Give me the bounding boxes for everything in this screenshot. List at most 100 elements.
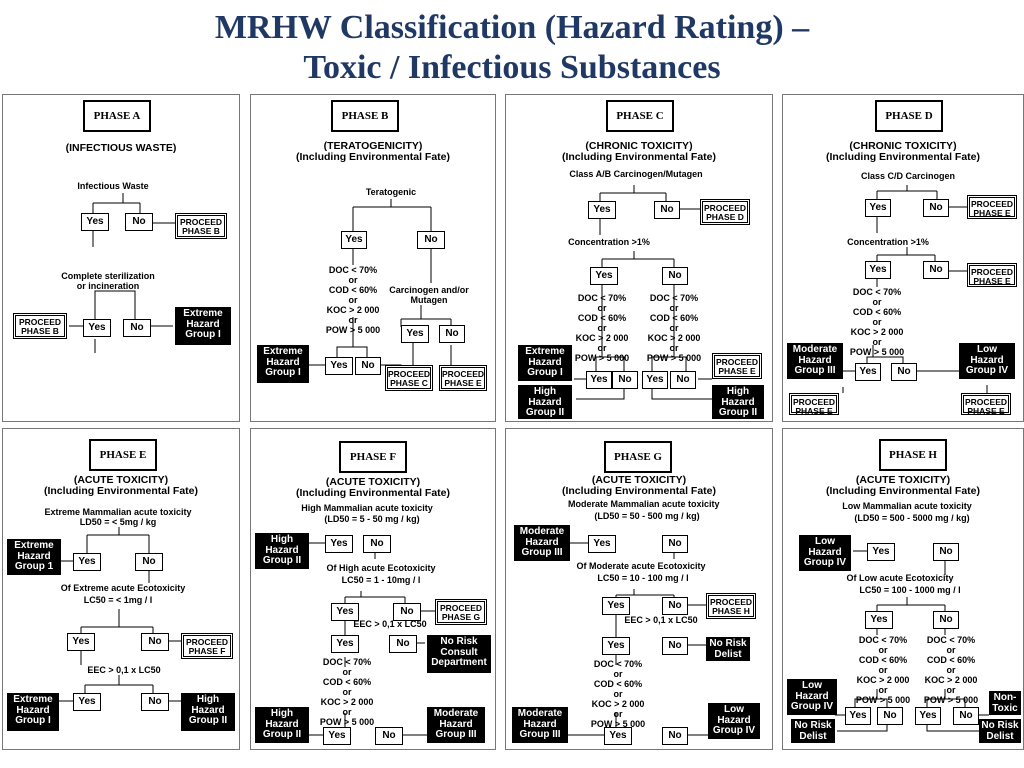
criteria-koc: KOC > 2 000 [647,333,701,343]
proceed-phase: PHASE E [795,406,833,416]
phase-c-no-4: No [670,371,696,389]
proceed-text: PROCEED [792,397,836,407]
phase-g-no-4: No [662,727,688,745]
outcome-line: Group I [185,329,221,340]
outcome-line: Hazard [523,718,557,730]
phase-h-no-3: No [877,707,903,725]
phase-f-no-1: No [363,535,391,553]
outcome-line: High [196,694,220,705]
phase-c-label: PHASE C [606,100,674,132]
phase-c-criteria-right: DOC < 70% or COD < 60% or KOC > 2 000 or… [636,293,712,363]
outcome-line: Hazard [798,354,832,366]
outcome-line: Hazard [525,536,559,548]
criteria-doc: DOC < 70% [649,293,699,303]
proceed-phase: PHASE B [21,326,59,336]
phase-h-outcome-non-toxic: Non-Toxic [989,691,1021,715]
phase-b-criteria: DOC < 70% or COD < 60% or KOC > 2 000 or… [313,265,393,335]
phase-g-yes-3: Yes [602,637,630,655]
criteria-or: or [872,317,882,327]
outcome-line: Group II [262,729,302,740]
criteria-pow: POW > 5 000 [849,347,905,357]
phase-d-no-1: No [923,199,949,217]
criteria-cod: COD < 60% [926,655,976,665]
proceed-text: PROCEED [709,597,753,607]
proceed-phase: PHASE C [390,378,428,388]
proceed-phase: PHASE F [188,646,226,656]
outcome-line: Hazard [191,704,225,716]
phase-h-criteria-left: DOC < 70% or COD < 60% or KOC > 2 000 or… [845,635,921,705]
phase-b-question-carcinogen-1: Carcinogen and/or [389,285,469,295]
phase-e-label: PHASE E [89,439,157,471]
outcome-line: Delist [799,730,827,742]
criteria-or: or [872,297,882,307]
phase-c-no-3: No [612,371,638,389]
outcome-line: Hazard [528,396,562,408]
phase-d-yes-1: Yes [865,199,891,217]
outcome-line: Low [724,704,744,715]
criteria-doc: DOC < 70% [926,635,976,645]
outcome-line: Group III [794,365,836,376]
criteria-or: or [878,665,888,675]
proceed-phase: PHASE G [441,612,481,622]
phase-e-yes-2: Yes [67,633,95,651]
outcome-line: Extreme [263,346,303,357]
phase-b-no-1: No [417,231,445,249]
phase-c-no-1: No [654,201,680,219]
proceed-phase: PHASE E [718,366,756,376]
phase-g-yes-1: Yes [588,535,616,553]
phase-b-question-teratogenic: Teratogenic [365,187,417,197]
criteria-or: or [613,709,623,719]
criteria-doc: DOC < 70% [593,659,643,669]
proceed-text: PROCEED [703,203,747,213]
phase-a-yes-2: Yes [83,319,111,337]
criteria-or: or [342,687,352,697]
outcome-line: Delist [714,648,742,660]
proceed-text: PROCEED [388,369,431,379]
phase-e-subtitle: (ACUTE TOXICITY) [73,474,169,486]
criteria-cod: COD < 60% [328,285,378,295]
phase-c-no-2: No [662,267,688,285]
criteria-koc: KOC > 2 000 [850,327,904,337]
criteria-cod: COD < 60% [858,655,908,665]
phase-d-question-carcinogen: Class C/D Carcinogen [860,171,956,181]
criteria-koc: KOC > 2 000 [591,699,645,709]
proceed-text: PROCEED [964,397,1008,407]
phase-a-question-sterilization-2: or incineration [76,281,140,291]
phase-h-yes-1: Yes [867,543,895,561]
outcome-line: Hazard [17,550,51,562]
outcome-line: Extreme [525,346,565,357]
phase-f-criteria: DOC < 70% or COD < 60% or KOC > 2 000 or… [309,657,385,727]
proceed-text: PROCEED [18,317,62,327]
outcome-line: Hazard [717,714,751,726]
phase-e-question-mammalian-2: LD50 = < 5mg / kg [79,517,157,527]
criteria-doc: DOC < 70% [328,265,378,275]
outcome-line: Delist [986,730,1014,742]
outcome-line: Group IV [965,365,1009,376]
outcome-line: Toxic [992,702,1018,714]
phase-h-question-mammalian-2: (LD50 = 500 - 5000 mg / kg) [854,513,970,523]
outcome-line: Extreme [183,308,223,319]
phase-b-question-carcinogen-2: Mutagen [410,295,448,305]
phase-d-criteria: DOC < 70% or COD < 60% or KOC > 2 000 or… [839,287,915,357]
proceed-phase: PHASE B [182,226,220,236]
phase-g-no-2: No [662,597,688,615]
outcome-line: Hazard [266,356,300,368]
phase-e-yes-1: Yes [73,553,101,571]
phase-h-question-ecotox-1: Of Low acute Ecotoxicity [846,573,954,583]
phase-e-connectors [59,527,181,702]
